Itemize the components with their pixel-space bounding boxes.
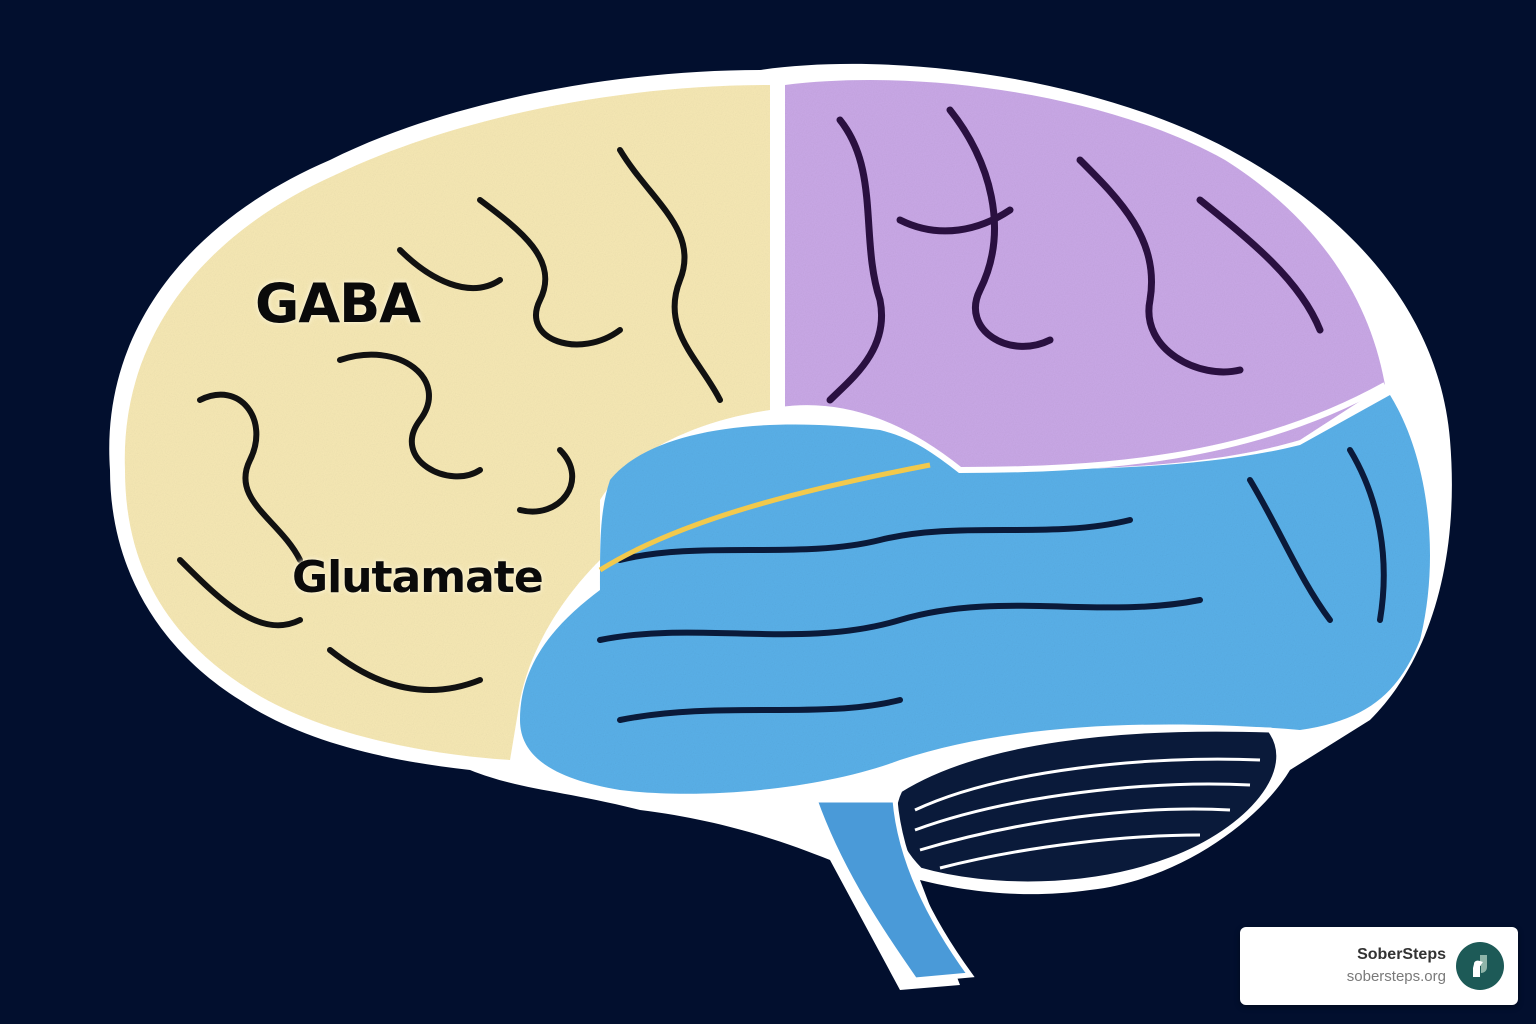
brainstem <box>811 797 975 983</box>
badge-title: SoberSteps <box>1357 946 1446 963</box>
badge-url[interactable]: sobersteps.org <box>1346 968 1446 985</box>
cerebellum <box>891 726 1282 887</box>
temporal-lobe <box>520 395 1430 794</box>
sobersteps-badge[interactable]: SoberSteps sobersteps.org <box>1240 927 1518 1005</box>
cerebellum-folds <box>914 757 1261 870</box>
frontal-sulci <box>177 147 723 693</box>
gaba-label: GABA <box>255 272 421 335</box>
parietal-sulci <box>826 106 1324 404</box>
frontal-lobe <box>124 85 771 760</box>
temporal-sulci <box>597 447 1387 723</box>
sobersteps-logo-icon <box>1456 942 1504 990</box>
glutamate-label: Glutamate <box>292 552 544 603</box>
badge-text: SoberSteps sobersteps.org <box>1347 944 1446 988</box>
